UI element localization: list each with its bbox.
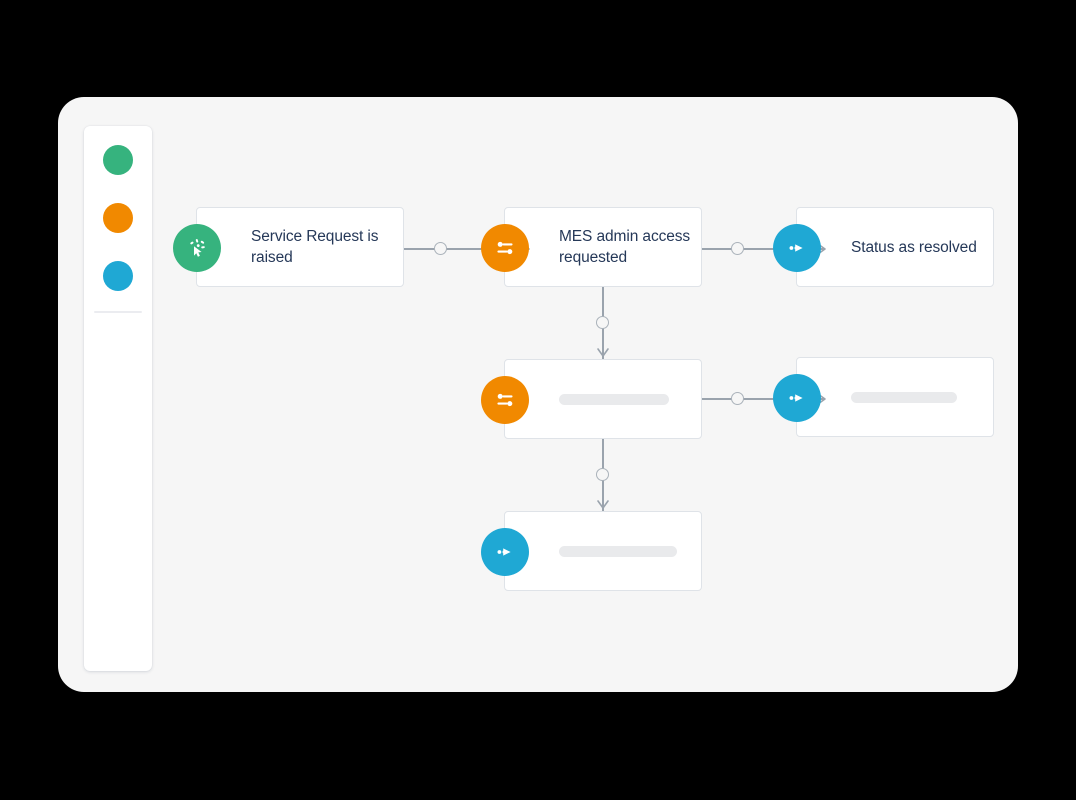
- connector-line: [702, 248, 824, 250]
- connector-line: [702, 398, 824, 400]
- sliders-filter-icon: [481, 376, 529, 424]
- action-arrow-icon: [773, 374, 821, 422]
- sidebar-item-condition[interactable]: [103, 203, 133, 233]
- flow-node-trigger[interactable]: Service Request is raised: [173, 207, 404, 287]
- action-arrow-icon: [773, 224, 821, 272]
- action-arrow-icon: [481, 528, 529, 576]
- flow-node-label-placeholder: [559, 393, 669, 405]
- sidebar-item-trigger[interactable]: [103, 145, 133, 175]
- sidebar-divider: [94, 311, 142, 313]
- flow-node-label: Service Request is raised: [251, 228, 379, 266]
- sidebar-item-action[interactable]: [103, 261, 133, 291]
- flow-node-label-placeholder: [559, 545, 677, 557]
- flow-node-action-2[interactable]: [773, 357, 994, 437]
- flow-node-label-placeholder: [851, 391, 957, 403]
- component-palette-sidebar[interactable]: [84, 126, 152, 671]
- flow-node-label: MES admin access requested: [559, 228, 691, 266]
- connector-midpoint-dot[interactable]: [434, 242, 447, 255]
- connector-line: [404, 248, 528, 250]
- connector-arrowhead: [597, 500, 609, 509]
- flow-node-label: Status as resolved: [851, 238, 977, 256]
- flow-node-action-1[interactable]: Status as resolved: [773, 207, 994, 287]
- connector-midpoint-dot[interactable]: [731, 242, 744, 255]
- connector-midpoint-dot[interactable]: [596, 468, 609, 481]
- connector-arrowhead: [597, 348, 609, 357]
- flow-node-condition-2[interactable]: [481, 359, 702, 439]
- connector-midpoint-dot[interactable]: [731, 392, 744, 405]
- flow-canvas-panel: Service Request is raised MES admin acce…: [58, 97, 1018, 692]
- flow-node-action-3[interactable]: [481, 511, 702, 591]
- connector-midpoint-dot[interactable]: [596, 316, 609, 329]
- sliders-filter-icon: [481, 224, 529, 272]
- trigger-cursor-icon: [173, 224, 221, 272]
- flow-node-condition-1[interactable]: MES admin access requested: [481, 207, 702, 287]
